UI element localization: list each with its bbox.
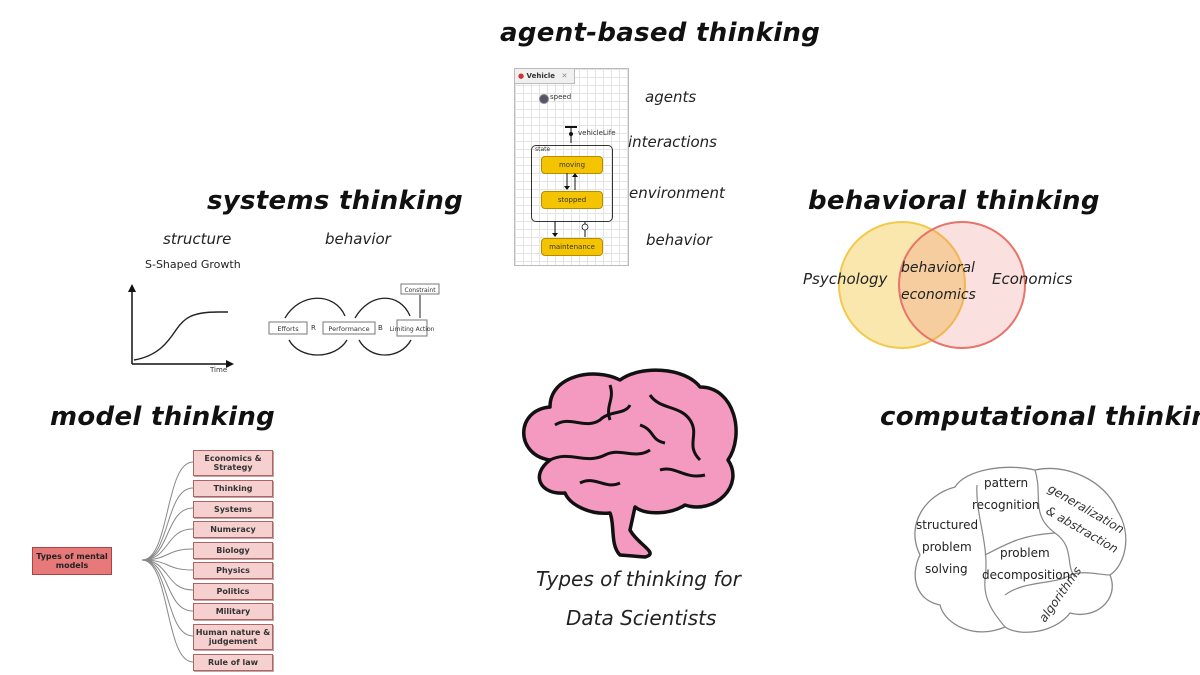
structure-label: structure [163,230,232,248]
node-constraint: Constraint [404,287,436,294]
economics-circle [898,221,1026,349]
systems-heading: systems thinking [207,186,464,216]
s-curve [133,311,228,361]
computational-heading: computational thinking [880,402,1200,432]
model-item-thinking: Thinking [193,480,273,497]
behavioral-heading: behavioral thinking [808,186,1100,216]
parameter-label: speed [550,93,572,101]
model-item-human-nature: Human nature & judgement [193,624,273,650]
aspect-agents: agents [645,88,697,106]
brain-icon [522,368,738,559]
node-efforts: Efforts [277,325,299,333]
pattern-label-2: recognition [972,498,1040,512]
s-shaped-growth-chart: Time [128,284,234,374]
agent-heading: agent-based thinking [500,18,821,48]
computational-brain-sketch: algorithms generalization & abstraction [914,466,1127,633]
decomposition-label-2: decomposition [982,568,1071,582]
time-axis-label: Time [209,366,227,374]
model-item-systems: Systems [193,501,273,518]
center-caption-line-1: Types of thinking for [536,567,741,591]
state-container [531,145,613,222]
model-item-rule-of-law: Rule of law [193,654,273,671]
model-item-biology: Biology [193,542,273,559]
state-stopped[interactable]: stopped [541,191,603,209]
vehicle-life-label: vehicleLife [578,129,616,137]
state-moving[interactable]: moving [541,156,603,174]
structured-label-2: problem [922,540,972,554]
venn-right-label: Economics [992,270,1073,288]
state-label: state [535,146,551,153]
s-curve-title: S-Shaped Growth [145,258,241,271]
loop-r: R [311,324,316,332]
pattern-label-1: pattern [984,476,1029,490]
aspect-environment: environment [629,184,725,202]
model-heading: model thinking [50,402,276,432]
state-maintenance[interactable]: maintenance [541,238,603,256]
causal-loop-diagram: Efforts Performance Limiting Action Cons… [268,283,440,356]
venn-overlap-line-1: behavioral [901,260,975,276]
structured-label-3: solving [925,562,968,576]
parameter-icon [539,94,549,104]
mental-model-connectors [141,461,194,663]
agent-statechart-panel: ● Vehicle ✕ speed vehicleLife state movi… [514,68,629,266]
decomposition-label-1: problem [1000,546,1050,560]
aspect-behavior: behavior [646,231,712,249]
behavior-label: behavior [325,230,391,248]
venn-diagram [838,221,1026,349]
loop-b: B [378,324,383,332]
structured-label-1: structured [916,518,979,532]
model-item-politics: Politics [193,583,273,600]
model-item-economics: Economics & Strategy [193,450,273,476]
venn-overlap-line-2: economics [901,287,976,303]
agent-tab-title: Vehicle [526,72,556,80]
agent-lock-icon: ● [518,72,525,80]
aspect-interactions: interactions [628,133,717,151]
model-item-military: Military [193,603,273,620]
venn-left-label: Psychology [803,270,888,288]
node-performance: Performance [328,325,369,333]
center-caption-line-2: Data Scientists [566,606,717,630]
close-icon[interactable]: ✕ [561,72,568,80]
agent-tab[interactable]: ● Vehicle ✕ [515,69,575,84]
mental-models-root: Types of mental models [32,547,112,575]
statechart-transitions [552,126,589,237]
model-item-numeracy: Numeracy [193,521,273,538]
psychology-circle [838,221,966,349]
model-item-physics: Physics [193,562,273,579]
node-limiting-action: Limiting Action [390,326,435,333]
